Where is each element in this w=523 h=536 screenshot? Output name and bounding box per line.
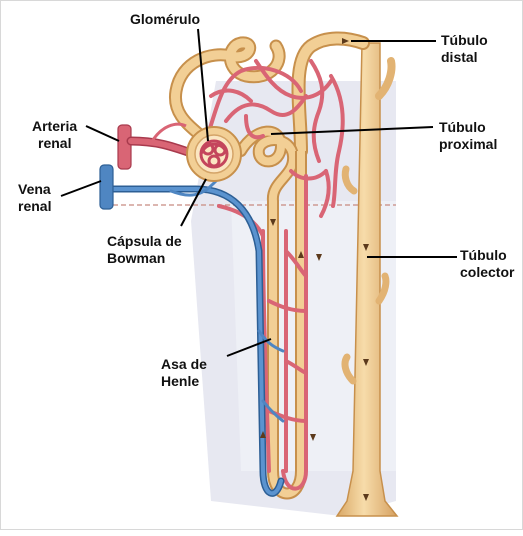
label-vena-renal: Vena renal: [18, 181, 51, 215]
leader-arteria-renal: [86, 126, 119, 141]
label-tubulo-proximal-line1: Túbulo: [439, 119, 497, 136]
label-tubulo-colector-line2: colector: [460, 264, 514, 281]
renal-vein: [100, 165, 113, 209]
label-glomerulo-text: Glomérulo: [130, 11, 200, 28]
label-asa-henle-line1: Asa de: [161, 356, 207, 373]
label-arteria-renal-line1: Arteria: [32, 118, 77, 135]
leader-glomerulo: [198, 29, 208, 141]
label-arteria-renal-line2: renal: [32, 135, 77, 152]
label-tubulo-distal-line1: Túbulo: [441, 32, 488, 49]
label-capsula-bowman-line1: Cápsula de: [107, 233, 182, 250]
label-capsula-bowman-line2: Bowman: [107, 250, 182, 267]
label-vena-renal-line1: Vena: [18, 181, 51, 198]
label-asa-henle-line2: Henle: [161, 373, 207, 390]
label-asa-henle: Asa de Henle: [161, 356, 207, 390]
label-tubulo-colector: Túbulo colector: [460, 247, 514, 281]
label-tubulo-proximal: Túbulo proximal: [439, 119, 497, 153]
bowman-capsule: [187, 127, 241, 181]
label-tubulo-colector-line1: Túbulo: [460, 247, 514, 264]
leader-vena-renal: [61, 181, 101, 196]
label-tubulo-distal-line2: distal: [441, 49, 488, 66]
label-arteria-renal: Arteria renal: [32, 118, 77, 152]
label-glomerulo: Glomérulo: [130, 11, 200, 28]
label-tubulo-distal: Túbulo distal: [441, 32, 488, 66]
label-vena-renal-line2: renal: [18, 198, 51, 215]
label-tubulo-proximal-line2: proximal: [439, 136, 497, 153]
label-capsula-bowman: Cápsula de Bowman: [107, 233, 182, 267]
renal-artery: [118, 124, 191, 169]
